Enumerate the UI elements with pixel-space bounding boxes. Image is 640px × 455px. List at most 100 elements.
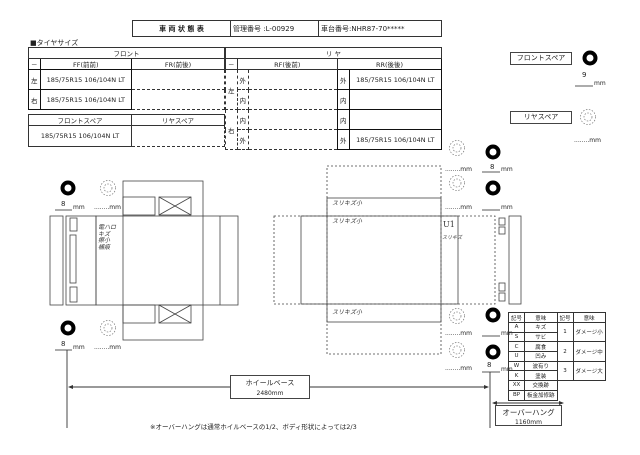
unit-label: mm [594, 80, 606, 87]
empty-tire-icon [449, 308, 465, 324]
rf-right-outer[interactable] [248, 129, 338, 150]
grille [69, 234, 77, 284]
wheelbase-value: 2480mm [256, 390, 284, 397]
empty-tire-icon [100, 320, 116, 336]
level-meaning: ダメージ大 [572, 360, 606, 382]
tire-icon [485, 144, 501, 160]
unit-label: mm [73, 344, 85, 351]
empty-tire-icon [449, 342, 465, 358]
rear-bumper [508, 215, 522, 305]
cargo-side-dashed [273, 215, 496, 305]
grille-strip [65, 215, 97, 306]
window-bottom [158, 304, 192, 324]
tail-lamp [498, 292, 506, 302]
section-title: ■タイヤサイズ [30, 39, 79, 47]
legend-meaning: 凹み [524, 351, 558, 362]
handwritten-note: スリキズ [442, 235, 463, 241]
rr-right-outer[interactable]: 185/75R15 106/104N LT [348, 129, 442, 150]
legend-header: 意味 [572, 312, 606, 323]
cab-body [95, 215, 239, 306]
blank-measure: ........mm [445, 330, 472, 337]
wheelbase-label: ホイールベース [245, 379, 295, 387]
level-code: 3 [556, 360, 574, 382]
legend-code: S [507, 331, 526, 343]
legend-meaning: 交換跡 [524, 380, 558, 391]
cargo-outline-dashed [326, 165, 442, 355]
unit-label: mm [501, 330, 513, 337]
legend-code: W [507, 360, 526, 372]
level-code: 1 [556, 321, 574, 343]
front-tire-table: フロント － FF(前前) FR(前後) 左 185/75R15 106/104… [28, 47, 225, 110]
handwritten-code: U1 [443, 220, 455, 229]
tread-front-left: 8 [61, 200, 66, 208]
rear-tire-table: リ ヤ － RF(後前) RR(後後) 左 外 外 185/75R15 106/… [225, 47, 442, 150]
chassis-number: 車台番号:NHR87-70***** [318, 20, 442, 37]
unit-label: mm [501, 166, 513, 173]
legend-header: 意味 [524, 312, 558, 323]
level-meaning: ダメージ中 [572, 341, 606, 362]
legend-header: 記号 [556, 312, 574, 323]
overhang-value: 1160mm [515, 419, 542, 426]
empty-tire-icon [580, 109, 596, 125]
empty-tire-icon [449, 175, 465, 191]
blank-measure: ........mm [574, 137, 601, 144]
window-top [158, 196, 192, 216]
wheelbase-box: ホイールベース 2480mm [230, 375, 310, 399]
tail-lamp [498, 226, 506, 235]
front-bumper [49, 215, 64, 306]
unit-label: mm [501, 204, 513, 211]
legend-meaning: サビ [524, 331, 558, 343]
blank-measure: ........mm [445, 365, 472, 372]
spare-tire-table: フロントスペア リヤスペア 185/75R15 106/104N LT [28, 114, 225, 147]
ff-right-size[interactable]: 185/75R15 106/104N LT [39, 89, 132, 110]
tire-icon [582, 50, 598, 66]
overhang-box: オーバーハング 1160mm [495, 405, 562, 426]
tire-icon [60, 320, 76, 336]
empty-tire-icon [449, 140, 465, 156]
legend-meaning: キズ [524, 322, 558, 333]
legend-code: U [507, 351, 526, 362]
rear-spare-size[interactable] [131, 125, 225, 147]
handwritten-note-front: 電ハロキズ 擦小補痕 [98, 224, 117, 251]
front-spare-label: フロントスペア [510, 52, 572, 65]
door-outline [122, 180, 204, 341]
empty-tire-icon [100, 180, 116, 196]
legend-header: 記号 [507, 312, 526, 323]
tire-icon [485, 307, 501, 323]
legend-meaning: 腐食 [524, 341, 558, 353]
handwritten-note: スリキズ小 [332, 218, 363, 225]
tail-lamp [498, 282, 506, 292]
tread-rear-4: 8 [487, 361, 492, 369]
blank-measure: ........mm [94, 204, 121, 211]
cargo-floor [300, 215, 459, 305]
legend-meaning: 波有り [524, 360, 558, 372]
front-spare-size[interactable]: 185/75R15 106/104N LT [28, 125, 132, 147]
mirror-bottom [122, 304, 156, 324]
fr-right-size[interactable] [131, 89, 225, 110]
headlight-right [69, 286, 78, 303]
rear-spare-label: リヤスペア [510, 111, 572, 124]
right-label: 右 [225, 109, 238, 150]
tire-icon [60, 180, 76, 196]
management-number: 管理番号 :L-00929 [230, 20, 319, 37]
level-meaning: ダメージ小 [572, 321, 606, 343]
cargo-body [326, 197, 442, 323]
unit-label: mm [73, 204, 85, 211]
mirror-top [122, 196, 156, 216]
document-title: 車 両 状 態 表 [132, 20, 231, 37]
legend-code: K [507, 370, 526, 382]
overhang-label: オーバーハング [502, 408, 555, 417]
blank-measure: ........mm [445, 166, 472, 173]
legend-code: XX [507, 380, 526, 391]
tail-lamp [498, 217, 506, 226]
legend-meaning: 塗装 [524, 370, 558, 382]
unit-label: mm [501, 366, 513, 373]
header-table: 車 両 状 態 表 管理番号 :L-00929 車台番号:NHR87-70***… [132, 20, 442, 37]
legend-meaning: 板金加修跡 [524, 389, 558, 401]
legend-code: C [507, 341, 526, 353]
blank-measure: ........mm [94, 344, 121, 351]
blank-measure: ........mm [445, 204, 472, 211]
handwritten-note: スリキズ小 [332, 309, 363, 316]
